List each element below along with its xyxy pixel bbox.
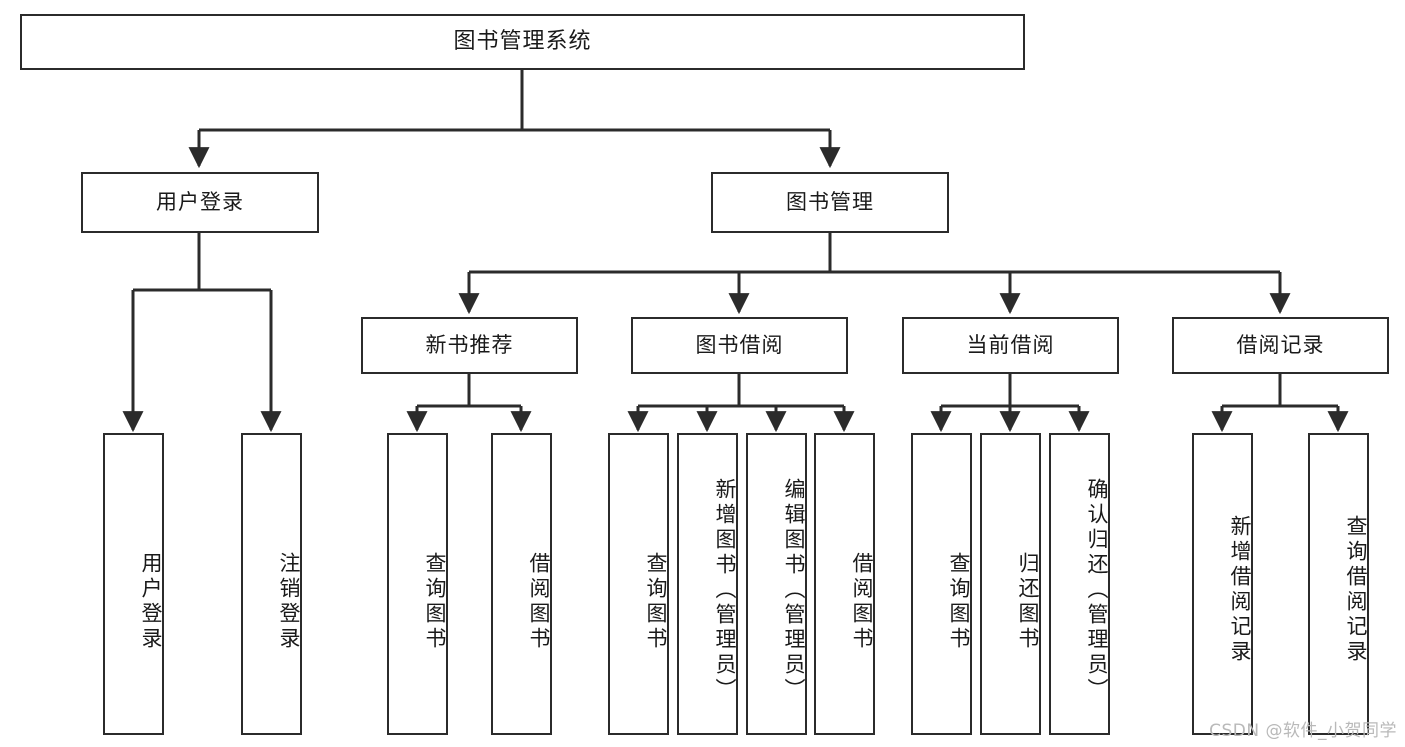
csdn-watermark: CSDN @软件_小贺同学 bbox=[1209, 721, 1397, 741]
node-book-manage[interactable]: 图书管理 bbox=[711, 172, 949, 233]
node-user-login[interactable]: 用户登录 bbox=[81, 172, 319, 233]
node-new-book-recommend[interactable]: 新书推荐 bbox=[361, 317, 578, 374]
leaf-user-login[interactable]: 用户登录 bbox=[103, 433, 164, 735]
leaf-return-book[interactable]: 归还图书 bbox=[980, 433, 1041, 735]
node-book-borrow[interactable]: 图书借阅 bbox=[631, 317, 848, 374]
leaf-add-book-admin[interactable]: 新增图书（管理员） bbox=[677, 433, 738, 735]
leaf-query-borrow-record[interactable]: 查询借阅记录 bbox=[1308, 433, 1369, 735]
node-current-borrow[interactable]: 当前借阅 bbox=[902, 317, 1119, 374]
leaf-borrow-book-borrow[interactable]: 借阅图书 bbox=[814, 433, 875, 735]
node-borrow-record[interactable]: 借阅记录 bbox=[1172, 317, 1389, 374]
leaf-user-logout[interactable]: 注销登录 bbox=[241, 433, 302, 735]
leaf-borrow-book-recommend[interactable]: 借阅图书 bbox=[491, 433, 552, 735]
leaf-confirm-return-admin[interactable]: 确认归还（管理员） bbox=[1049, 433, 1110, 735]
leaf-add-borrow-record[interactable]: 新增借阅记录 bbox=[1192, 433, 1253, 735]
leaf-query-book-recommend[interactable]: 查询图书 bbox=[387, 433, 448, 735]
node-root-system[interactable]: 图书管理系统 bbox=[20, 14, 1025, 70]
leaf-edit-book-admin[interactable]: 编辑图书（管理员） bbox=[746, 433, 807, 735]
leaf-query-book-borrow[interactable]: 查询图书 bbox=[608, 433, 669, 735]
leaf-query-book-current[interactable]: 查询图书 bbox=[911, 433, 972, 735]
